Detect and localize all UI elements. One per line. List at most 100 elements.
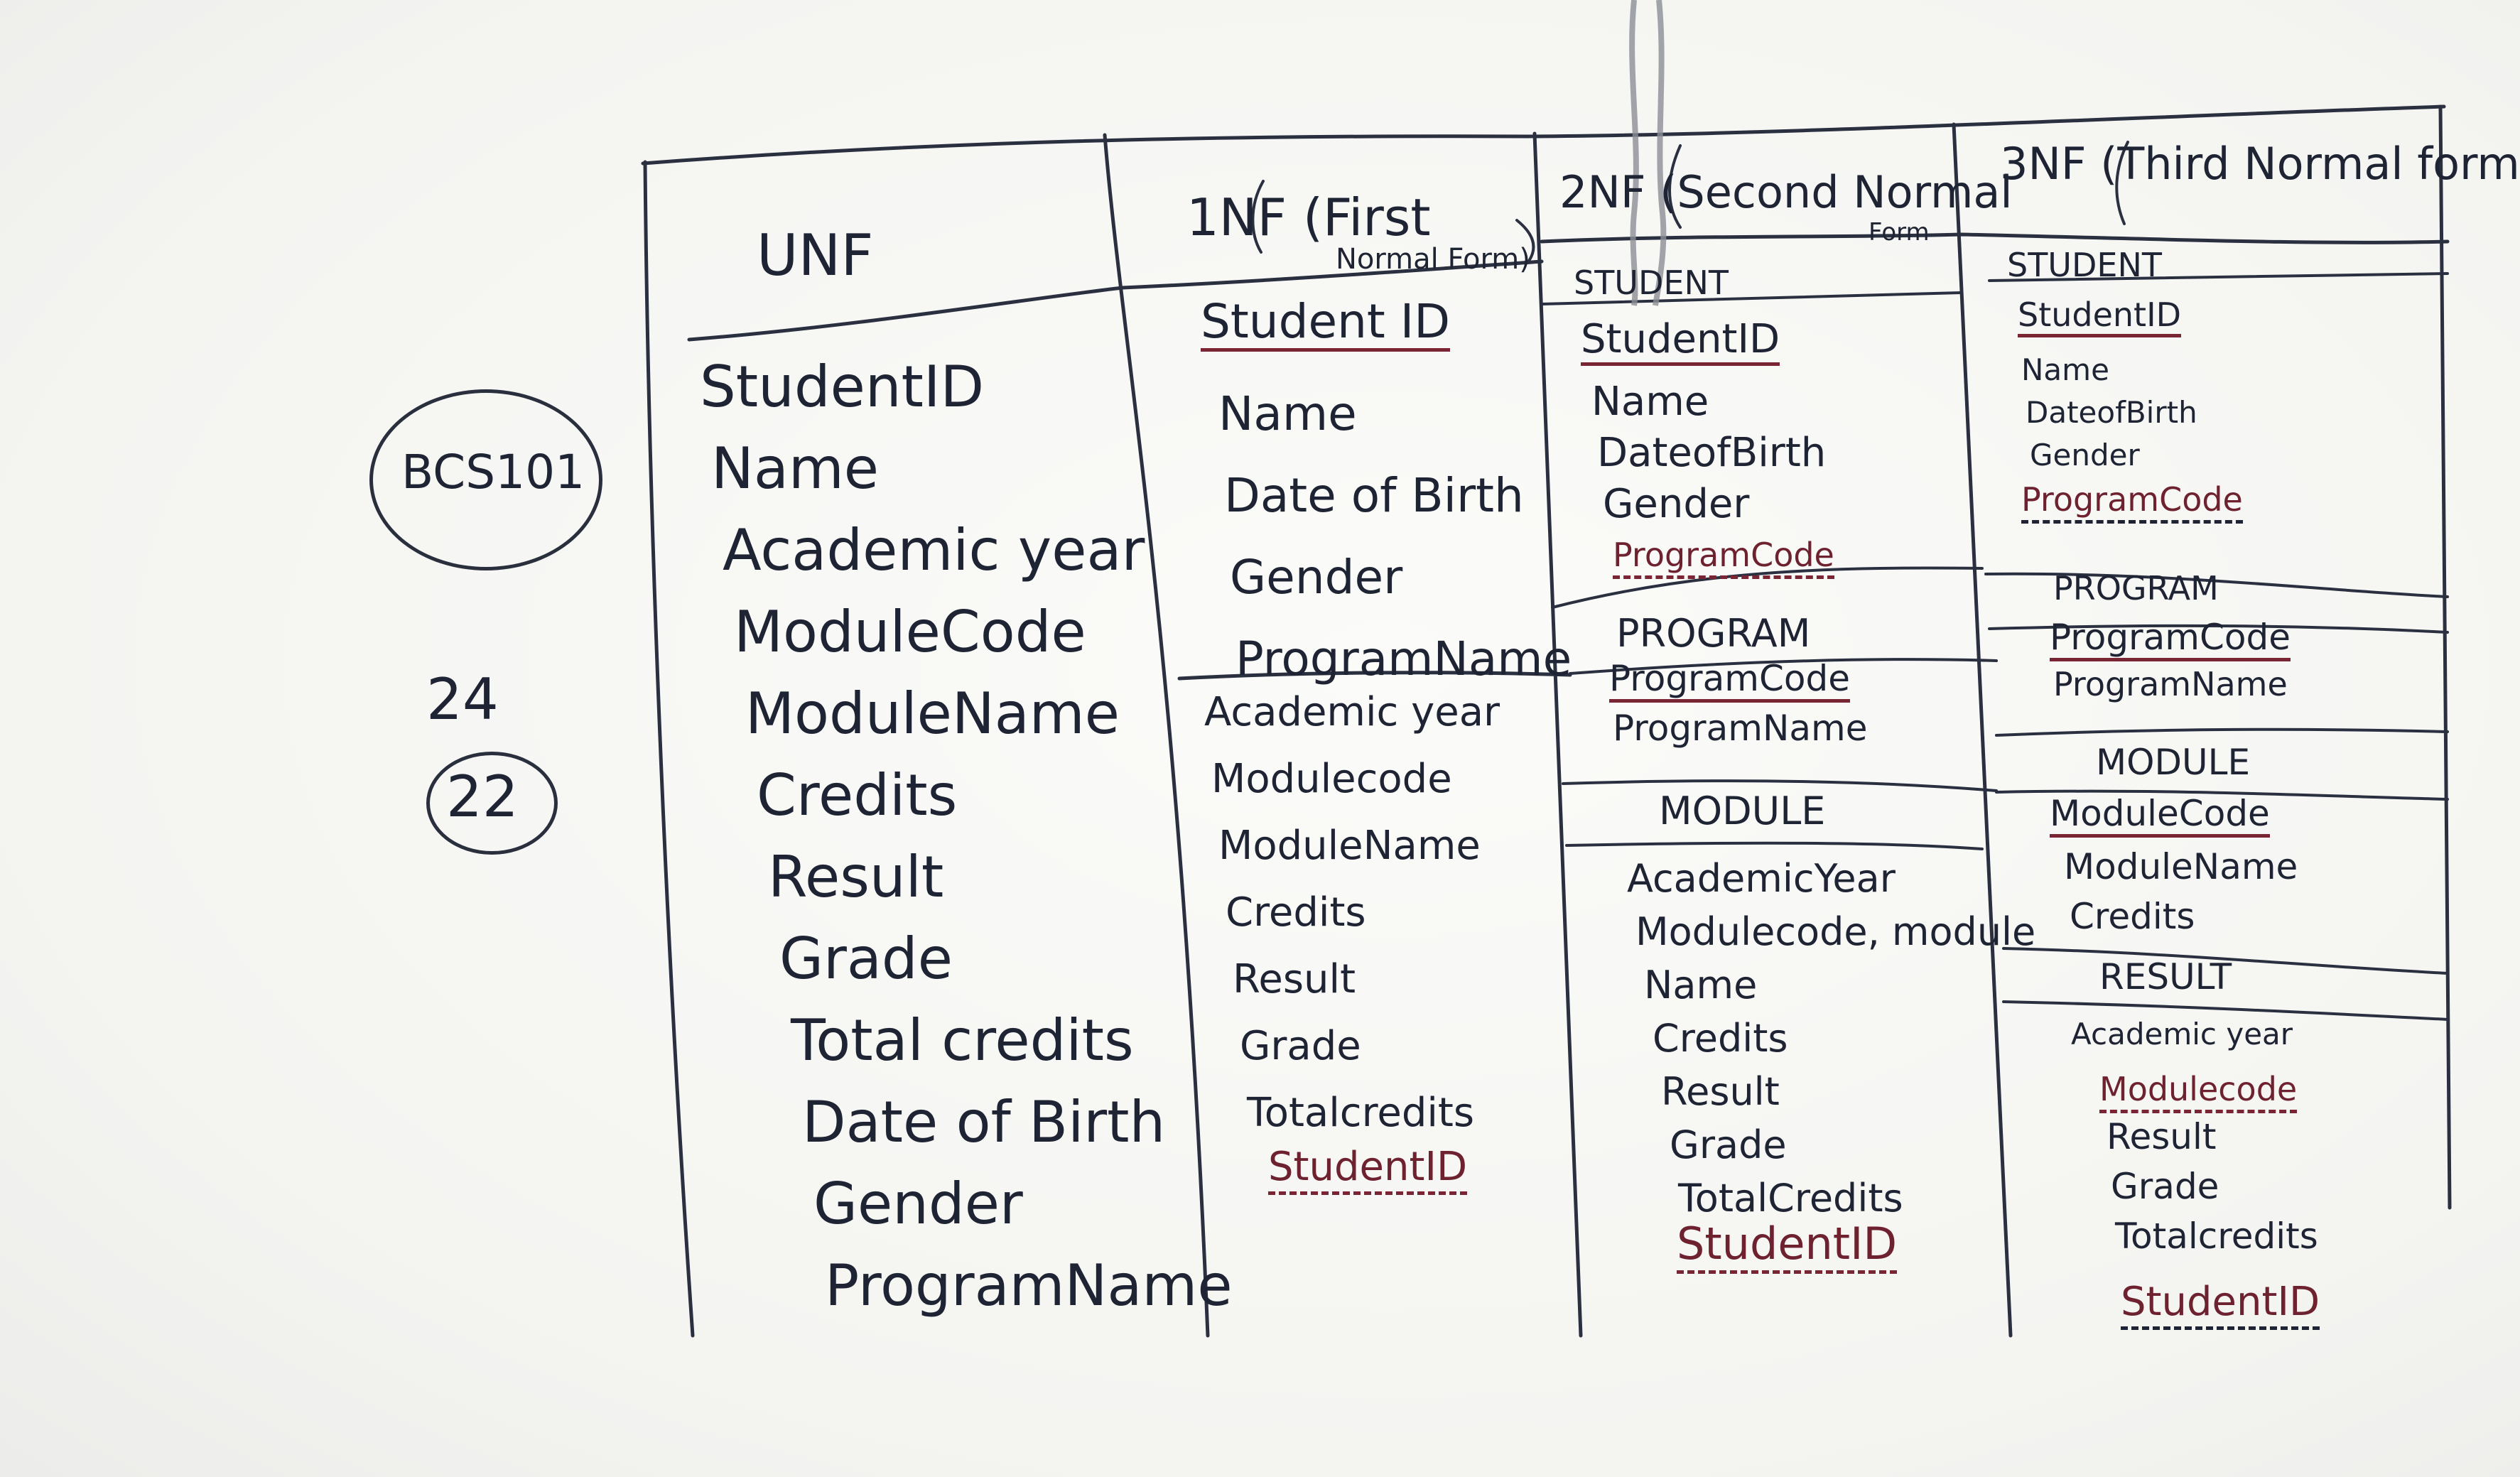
divider-2nf-3nf [1952,122,2013,1338]
3nf-student-key: StudentID [2018,298,2182,337]
3nf-result-title: RESULT [2099,956,2232,997]
nf1-attribute-b-4: Result [1233,956,1356,1002]
note-number-circled: 22 [446,764,519,830]
unf-attribute-0: StudentID [700,354,985,420]
nf3-student-attr-2: Gender [2030,438,2140,472]
unf-attribute-7: Grade [779,926,953,992]
header-line-unf [687,286,1125,342]
2nf-student-line [1540,291,1962,305]
header-line-2nf [1540,232,2450,244]
divider-left [643,160,695,1338]
nf1-attribute-b-1: Modulecode [1211,756,1452,802]
2nf-header: 2NF (Second Normal [1559,166,2013,218]
1nf-group-line [1177,671,1572,681]
3nf-result-fk1: Modulecode [2099,1073,2298,1113]
nf3-program-attr-0: ProgramName [2053,665,2288,703]
divider-right [2438,104,2452,1210]
nf1-attribute-a-0: Name [1218,386,1357,441]
nf2-student-attr-0: Name [1591,379,1709,425]
nf2-module-attr-3: Credits [1653,1016,1788,1061]
header-line-1nf [1120,259,1544,290]
nf2-module-attr-2: Name [1644,963,1758,1007]
2nf-program-line-2 [1569,658,1998,675]
2nf-student-title: STUDENT [1574,264,1729,302]
2nf-module-line-2 [1565,841,1984,850]
3nf-program-key: ProgramCode [2050,620,2291,661]
nf1-attribute-b-3: Credits [1226,889,1366,936]
3nf-student-title: STUDENT [2007,246,2162,284]
nf2-module-attr-0: AcademicYear [1627,856,1896,901]
nf1-attribute-a-2: Gender [1230,550,1403,605]
nf2-student-attr-1: DateofBirth [1597,430,1827,476]
3nf-result-line-2 [2002,1000,2449,1021]
3nf-program-line-2 [1988,624,2449,634]
3nf-module-key: ModuleCode [2050,796,2270,838]
2nf-header-paren [1668,144,1682,229]
unf-attribute-4: ModuleName [745,681,1120,747]
2nf-program-line [1551,566,1984,609]
3nf-result-line [2002,947,2449,975]
nf3-module-attr-1: Credits [2070,896,2195,937]
nf3-result-attr2-1: Grade [2111,1166,2219,1207]
1nf-header-paren [1251,180,1265,254]
unf-attribute-2: Academic year [723,517,1145,583]
nf3-student-attr-0: Name [2021,352,2109,387]
nf1-attribute-b-0: Academic year [1204,689,1500,735]
3nf-result-fk2: StudentID [2121,1282,2320,1330]
nf1-attribute-b-2: ModuleName [1218,823,1481,869]
nf2-module-attr-4: Result [1661,1069,1780,1114]
course-code: BCS101 [401,445,585,499]
unf-attribute-11: ProgramName [825,1253,1233,1319]
2nf-module-title: MODULE [1659,789,1826,833]
unf-attribute-3: ModuleCode [734,599,1086,665]
2nf-student-key: StudentID [1581,320,1780,366]
unf-header: UNF [757,222,874,288]
3nf-module-title: MODULE [2096,742,2251,783]
nf1-attribute-a-1: Date of Birth [1224,468,1524,523]
nf3-result-attr-0: Academic year [2071,1017,2293,1051]
2nf-module-line [1562,779,1998,792]
nf2-module-attr-5: Grade [1670,1122,1787,1167]
nf2-student-attr-2: Gender [1603,481,1750,527]
2nf-module-fk: StudentID [1677,1222,1898,1274]
3nf-student-line [1988,272,2449,282]
1nf-header-sub: Normal Form) [1336,243,1530,276]
3nf-module-line [1995,727,2449,737]
note-number-top: 24 [426,666,499,732]
unf-attribute-9: Date of Birth [802,1089,1166,1155]
3nf-header: 3NF (Third Normal form [2000,138,2520,190]
nf3-result-attr2-2: Totalcredits [2115,1216,2318,1257]
nf3-result-attr2-0: Result [2107,1116,2217,1157]
3nf-program-line [1984,572,2449,598]
nf1-attribute-b-6: Totalcredits [1247,1090,1475,1136]
unf-attribute-1: Name [711,435,880,502]
2nf-student-fk: ProgramCode [1613,539,1834,579]
divider-unf-1nf [1103,133,1210,1338]
nf3-student-attr-1: DateofBirth [2026,395,2197,430]
nf1-attribute-b-5: Grade [1240,1023,1361,1069]
nf2-module-attr-6: TotalCredits [1678,1176,1903,1221]
divider-1nf-2nf [1532,131,1583,1338]
2nf-header-sub: Form [1869,218,1930,247]
1nf-header: 1NF (First [1186,188,1431,247]
marker-chain [1629,0,1667,306]
nf3-module-attr-0: ModuleName [2064,846,2298,887]
1nf-header-curve [1515,219,1535,264]
3nf-program-title: PROGRAM [2053,569,2219,607]
nf2-program-attr-0: ProgramName [1613,708,1868,749]
2nf-program-key: ProgramCode [1609,661,1850,703]
2nf-program-title: PROGRAM [1616,611,1811,656]
nf1-attribute-a-3: ProgramName [1235,632,1572,686]
1nf-foreign-key: StudentID [1268,1147,1468,1195]
note-number-circle [426,752,558,855]
unf-attribute-5: Credits [757,762,958,828]
1nf-primary-key: Student ID [1201,298,1451,352]
unf-attribute-10: Gender [813,1171,1023,1237]
unf-attribute-6: Result [768,844,944,910]
3nf-module-line-2 [1995,789,2449,801]
top-border [641,104,2446,166]
unf-attribute-8: Total credits [791,1007,1134,1073]
3nf-student-fk: ProgramCode [2021,483,2243,524]
course-code-circle [369,389,602,570]
